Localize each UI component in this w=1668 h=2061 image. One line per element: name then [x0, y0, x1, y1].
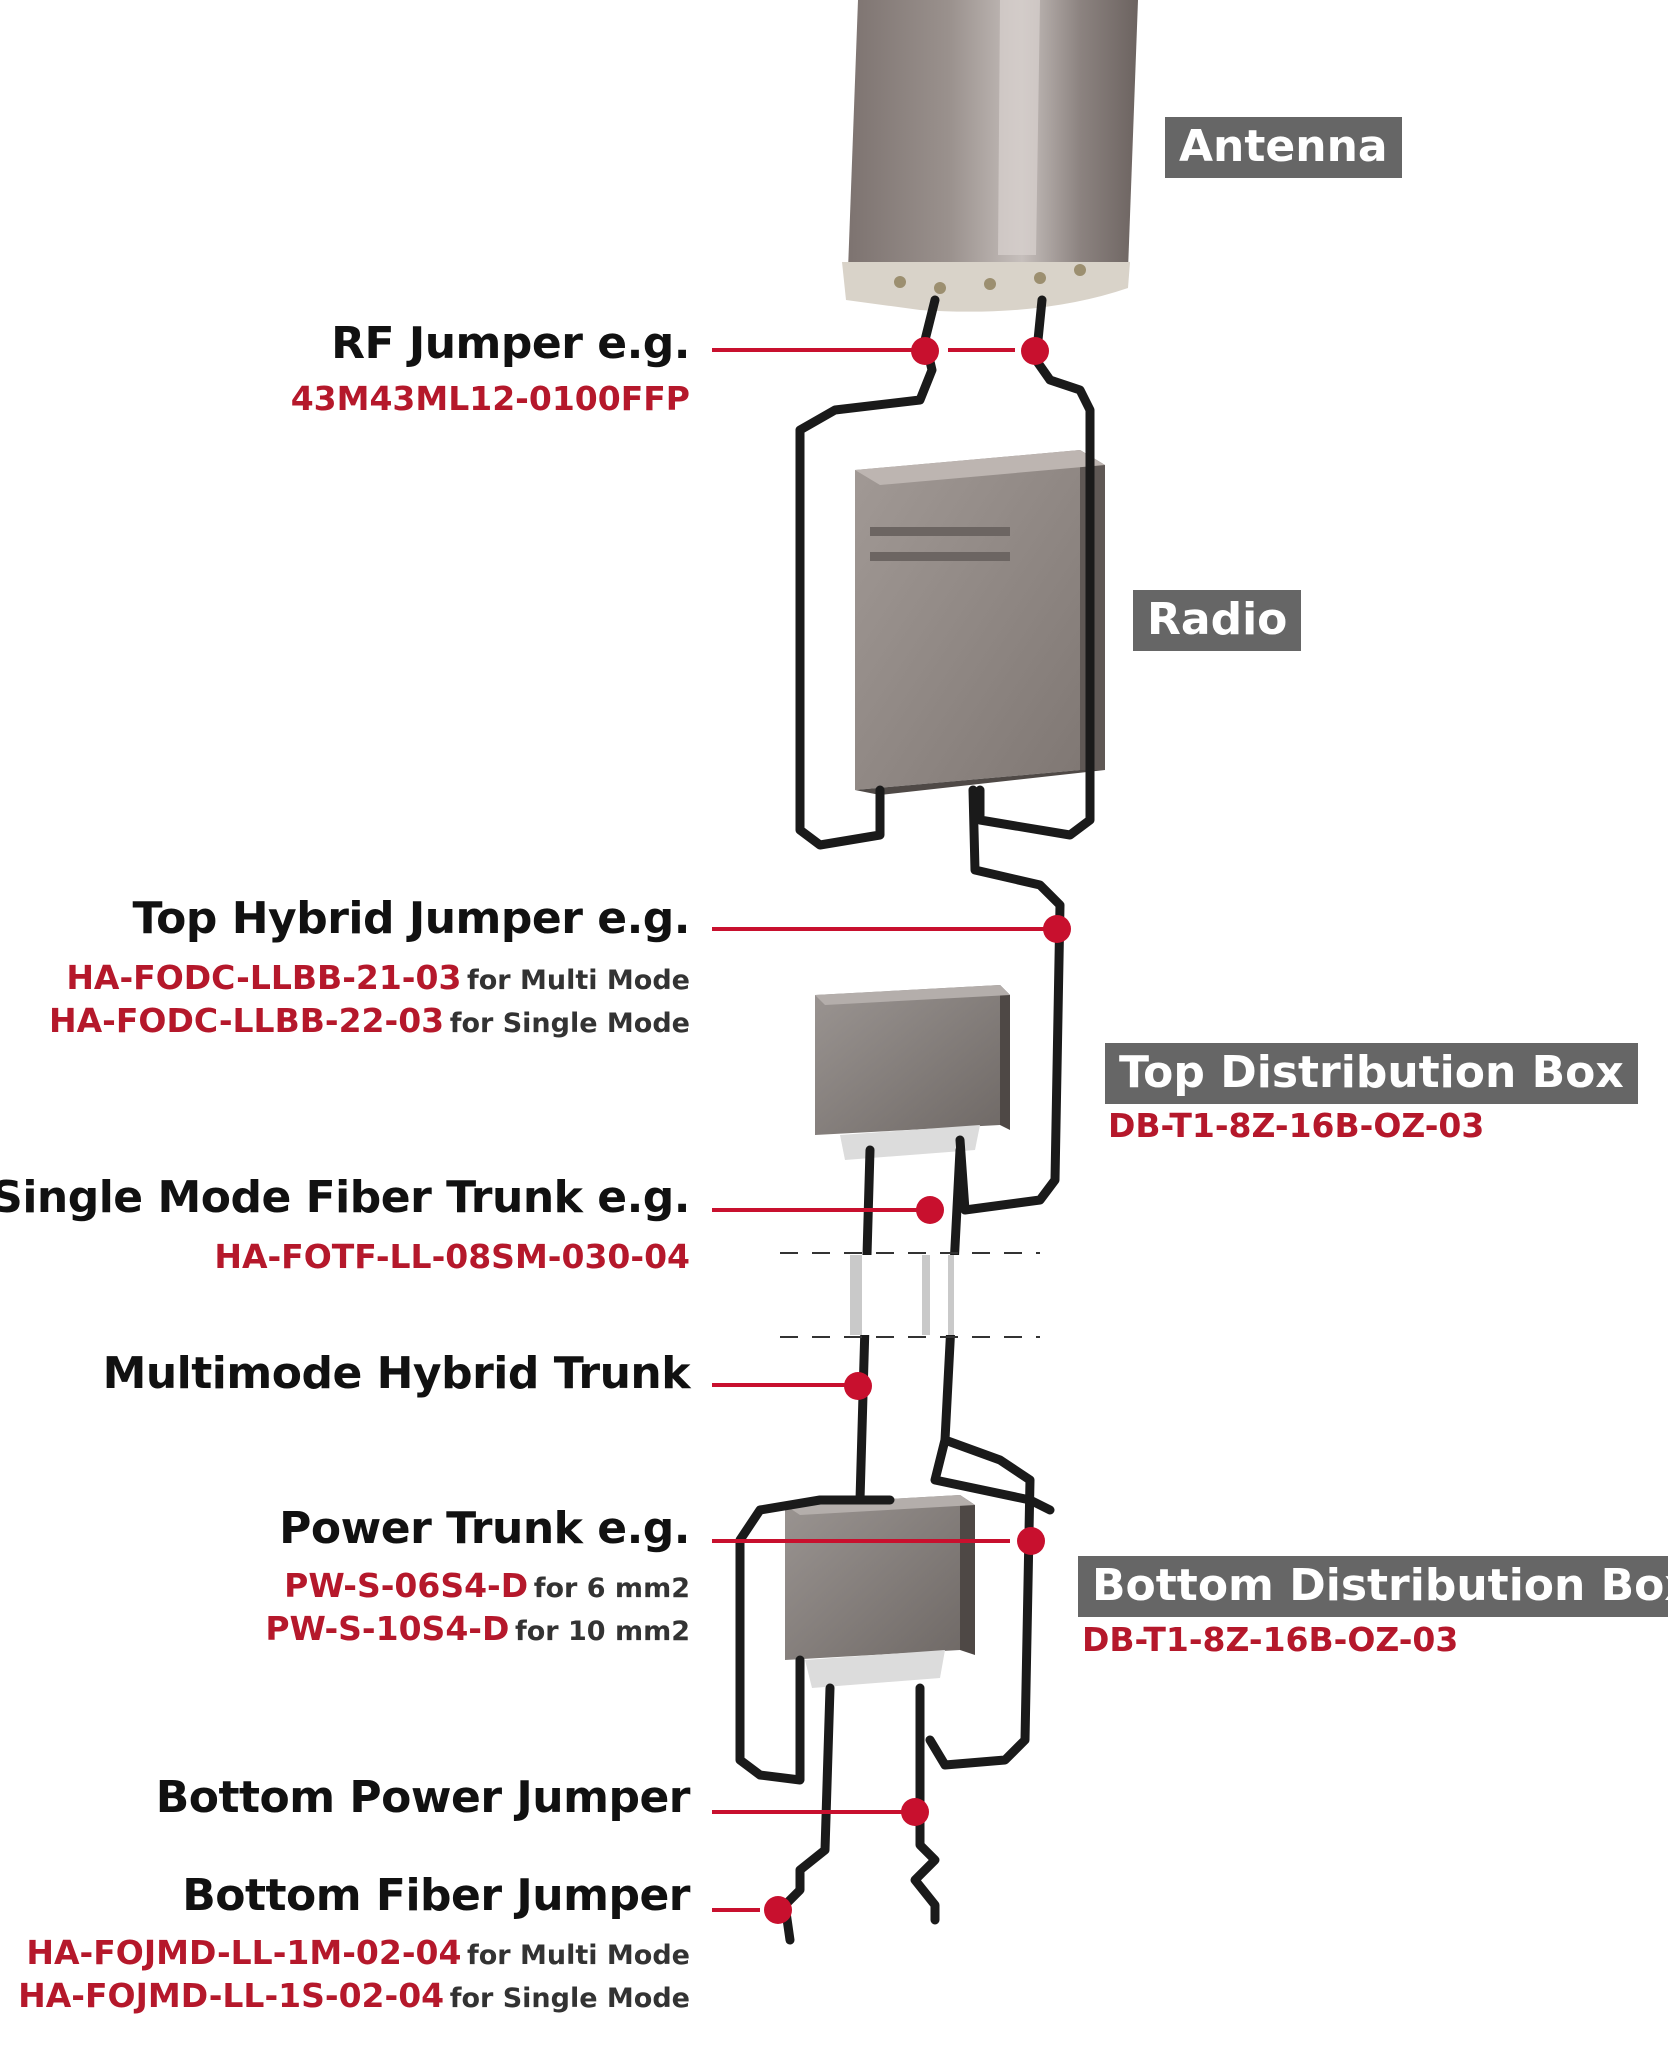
power-trunk-note-10: for 10 mm2 [514, 1616, 690, 1647]
multimode-hybrid-trunk-label: Multimode Hybrid Trunk [102, 1348, 691, 1399]
radio-graphic [855, 450, 1105, 795]
bottom-power-jumper-label: Bottom Power Jumper [155, 1772, 691, 1823]
power-trunk-code-6: PW-S-06S4-D [284, 1566, 529, 1605]
antenna-graphic [842, 0, 1138, 312]
antenna-tag: Antenna [1165, 117, 1402, 178]
power-trunk-code-10: PW-S-10S4-D [265, 1609, 510, 1648]
bottom-fiber-jumper-callout: Bottom Fiber Jumper HA-FOJMD-LL-1M-02-04… [18, 1870, 690, 2015]
top-distribution-box-code: DB-T1-8Z-16B-OZ-03 [1108, 1106, 1485, 1145]
rf-jumper-code: 43M43ML12-0100FFP [290, 379, 690, 418]
top-hybrid-code-sm: HA-FODC-LLBB-22-03 [49, 1001, 445, 1040]
bottom-fiber-code-mm: HA-FOJMD-LL-1M-02-04 [26, 1933, 462, 1972]
rf-jumper-label: RF Jumper e.g. [331, 318, 690, 369]
top-hybrid-code-mm: HA-FODC-LLBB-21-03 [66, 958, 462, 997]
top-hybrid-note-mm: for Multi Mode [467, 965, 690, 996]
bottom-distribution-box-graphic [785, 1495, 975, 1688]
single-mode-trunk-code: HA-FOTF-LL-08SM-030-04 [214, 1237, 690, 1276]
single-mode-trunk-label: Single Mode Fiber Trunk e.g. [0, 1172, 690, 1223]
trunk-break [780, 1252, 1040, 1338]
bottom-distribution-box-code: DB-T1-8Z-16B-OZ-03 [1082, 1620, 1459, 1659]
power-trunk-label: Power Trunk e.g. [279, 1503, 690, 1554]
top-distribution-box-graphic [815, 985, 1010, 1160]
bottom-distribution-box-tag: Bottom Distribution Box [1078, 1556, 1668, 1617]
bottom-fiber-jumper-label: Bottom Fiber Jumper [182, 1870, 690, 1921]
power-trunk-callout: Power Trunk e.g. PW-S-06S4-D for 6 mm2 P… [265, 1503, 690, 1648]
leader-lines [712, 337, 1071, 1924]
top-hybrid-jumper-label: Top Hybrid Jumper e.g. [132, 893, 691, 944]
rf-jumper-callout: RF Jumper e.g. 43M43ML12-0100FFP [290, 318, 691, 418]
top-hybrid-note-sm: for Single Mode [449, 1008, 690, 1039]
bottom-fiber-note-mm: for Multi Mode [467, 1940, 690, 1971]
bottom-fiber-code-sm: HA-FOJMD-LL-1S-02-04 [18, 1976, 445, 2015]
top-hybrid-jumper-callout: Top Hybrid Jumper e.g. HA-FODC-LLBB-21-0… [49, 893, 691, 1040]
top-distribution-box-tag: Top Distribution Box [1105, 1043, 1638, 1104]
power-trunk-note-6: for 6 mm2 [533, 1573, 690, 1604]
single-mode-trunk-callout: Single Mode Fiber Trunk e.g. HA-FOTF-LL-… [0, 1172, 690, 1276]
bottom-fiber-note-sm: for Single Mode [449, 1983, 690, 2014]
radio-tag: Radio [1133, 590, 1302, 651]
